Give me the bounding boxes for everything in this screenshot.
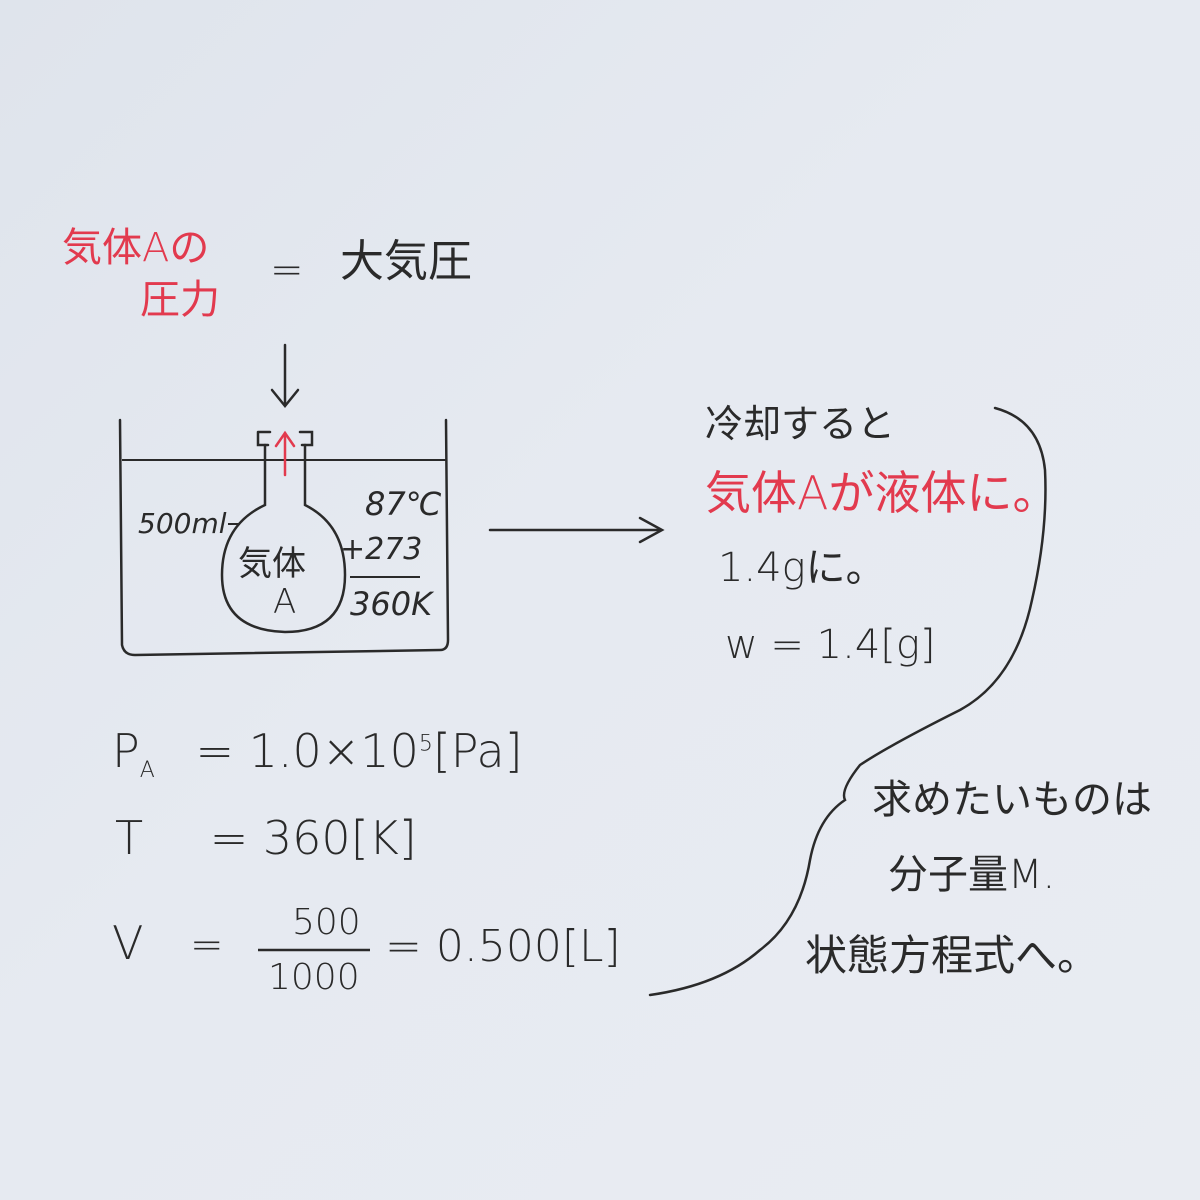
flask-gas-label-line1: 気体: [238, 544, 306, 584]
goal-line2: 分子量M.: [888, 852, 1056, 898]
pa-line: PA = 1.0×105[Pa]: [112, 728, 523, 782]
cooling-line3: 1.4gに。: [718, 545, 886, 591]
t-line: T = 360[K]: [115, 815, 417, 861]
temperature-kelvin: 360K: [350, 585, 433, 623]
pressure-label-line1: 気体Aの: [62, 225, 210, 271]
goal-line3: 状態方程式へ。: [805, 931, 1100, 980]
atmospheric-pressure-label: 大気圧: [340, 236, 472, 287]
equals-sign: =: [270, 247, 304, 293]
right-arrow-icon: [488, 516, 665, 544]
flask-volume-label: 500ml: [138, 507, 227, 540]
flask-mouth: [256, 430, 314, 447]
temperature-add: +273: [340, 532, 423, 567]
flask-gas-label-line2: A: [273, 582, 297, 622]
t-symbol: T: [115, 811, 144, 865]
pa-unit: [Pa]: [432, 724, 523, 778]
pa-equation: = 1.0×10: [195, 724, 419, 778]
temperature-celsius: 87℃: [365, 485, 442, 523]
curly-brace: [648, 406, 1047, 997]
v-symbol: V: [112, 916, 144, 970]
cooling-line1: 冷却すると: [705, 402, 896, 446]
water-bath: [118, 418, 450, 657]
cooling-line4: w = 1.4[g]: [725, 622, 936, 668]
goal-line1: 求めたいものは: [872, 777, 1152, 823]
v-result: = 0.500[L]: [385, 921, 621, 972]
pa-symbol: P: [112, 724, 140, 778]
down-arrow-icon: [270, 343, 300, 408]
v-equals: =: [190, 922, 224, 968]
flask-outline: [220, 443, 347, 634]
pa-subscript: A: [139, 758, 155, 784]
cooling-line2: 気体Aが液体に。: [705, 466, 1059, 520]
pressure-label-line2: 圧力: [140, 277, 220, 323]
t-value: = 360[K]: [209, 811, 417, 865]
v-numerator: 500: [292, 902, 361, 943]
red-up-arrow-icon: [274, 430, 296, 477]
v-denominator: 1000: [268, 957, 360, 998]
pa-exponent: 5: [418, 731, 433, 757]
